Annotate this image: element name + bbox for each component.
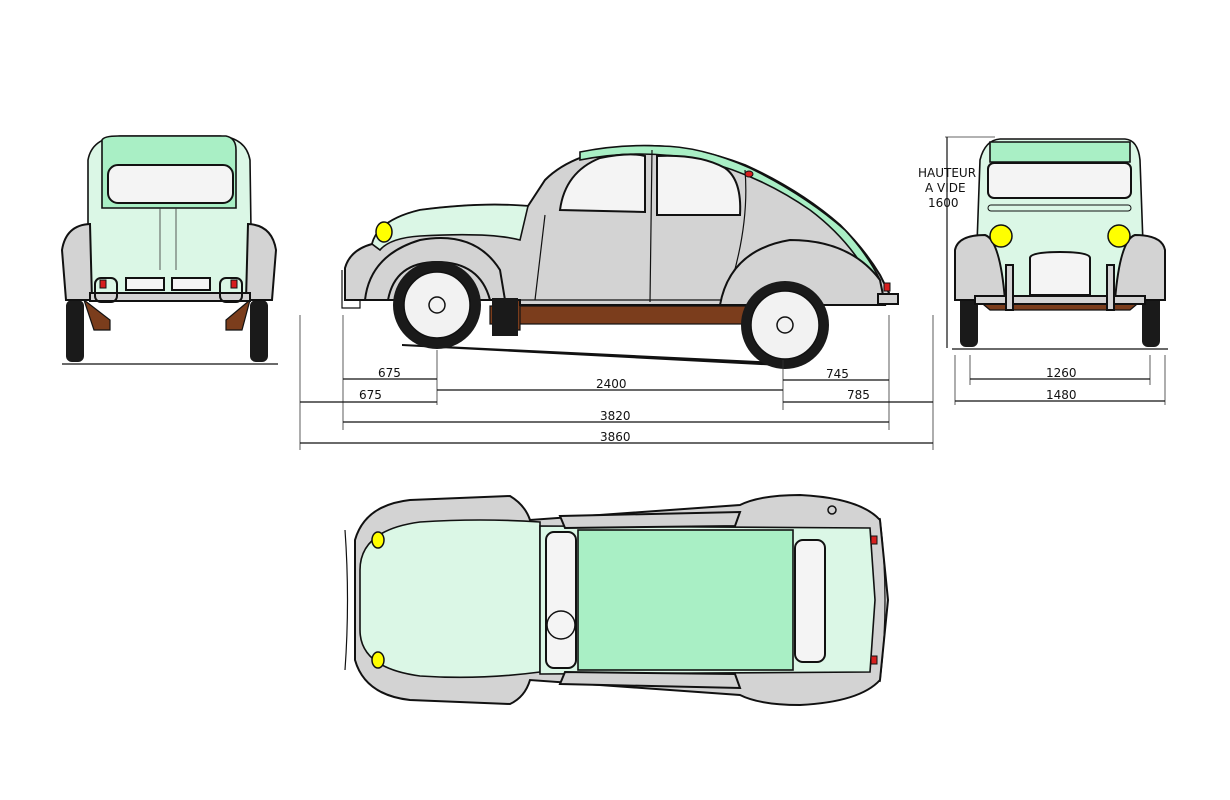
dim-front-overhang-top: 675 <box>378 366 401 380</box>
dim-rear-overhang-bottom: 785 <box>847 388 870 402</box>
dim-height: 1600 <box>928 196 959 210</box>
dim-width: 1480 <box>1046 388 1077 402</box>
dim-front-overhang-bottom: 675 <box>359 388 382 402</box>
front-dimension-lines <box>945 136 1166 405</box>
dim-length-overall: 3860 <box>600 430 631 444</box>
side-dimension-lines <box>299 315 934 450</box>
height-label-line2: A VIDE <box>925 181 966 195</box>
rear-view <box>60 135 278 365</box>
dim-track: 1260 <box>1046 366 1077 380</box>
front-view <box>952 138 1168 350</box>
top-view <box>344 493 890 707</box>
side-view <box>341 144 899 369</box>
height-label-line1: HAUTEUR <box>918 166 976 180</box>
dim-rear-overhang-top: 745 <box>826 367 849 381</box>
dim-length-body: 3820 <box>600 409 631 423</box>
dim-wheelbase: 2400 <box>596 377 627 391</box>
